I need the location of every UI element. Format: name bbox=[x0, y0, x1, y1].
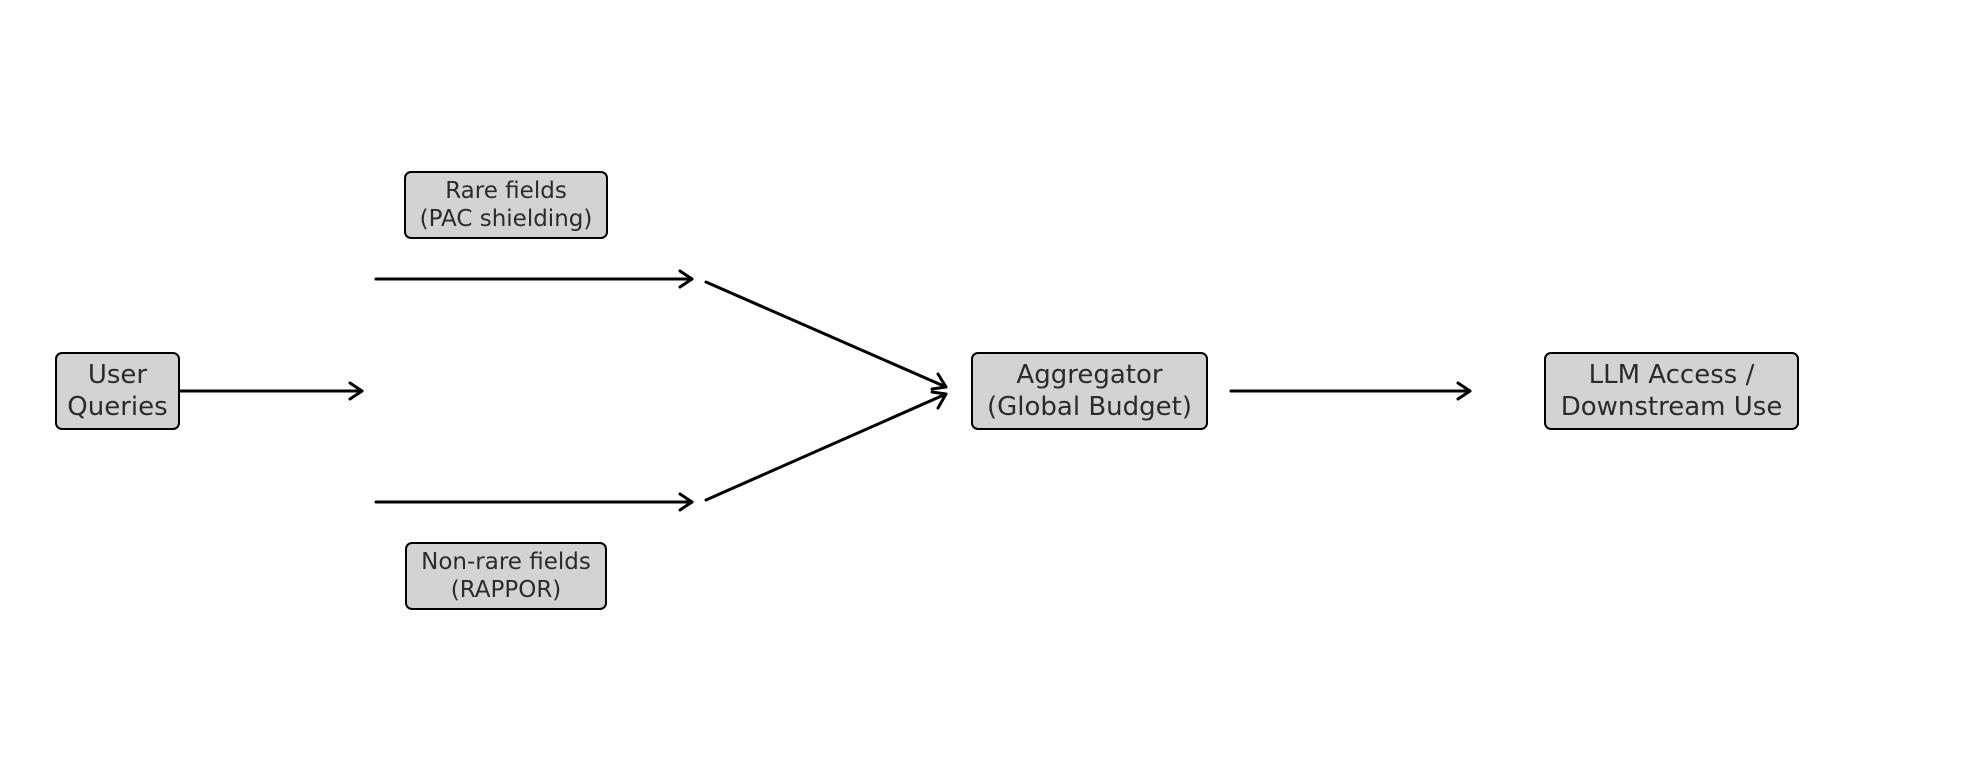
arrowhead bbox=[930, 372, 948, 391]
user-queries-line-2: Queries bbox=[67, 392, 168, 422]
llm-access-line-2: Downstream Use bbox=[1560, 392, 1783, 422]
aggregator-line-2: (Global Budget) bbox=[986, 392, 1192, 422]
arrowhead bbox=[1456, 381, 1472, 401]
aggregator-node: Aggregator (Global Budget) bbox=[971, 352, 1208, 430]
arrow-rare-fields-to-aggregator bbox=[704, 280, 948, 389]
non-rare-fields-line-1: Non-rare fields bbox=[421, 549, 591, 575]
arrowhead bbox=[678, 269, 694, 289]
rare-fields-line-1: Rare fields bbox=[445, 178, 567, 204]
user-queries-line-1: User bbox=[87, 360, 148, 390]
llm-access-node: LLM Access / Downstream Use bbox=[1544, 352, 1799, 430]
non-rare-fields-node: Non-rare fields (RAPPOR) bbox=[405, 542, 607, 610]
non-rare-fields-line-2: (RAPPOR) bbox=[450, 577, 562, 603]
arrowhead bbox=[348, 381, 364, 401]
rare-fields-node: Rare fields (PAC shielding) bbox=[404, 171, 608, 239]
arrow-non-rare-fields-to-aggregator bbox=[704, 392, 948, 502]
user-queries-node: User Queries bbox=[55, 352, 180, 430]
llm-access-line-1: LLM Access / bbox=[1588, 360, 1755, 390]
aggregator-line-1: Aggregator bbox=[1016, 360, 1163, 390]
arrowhead bbox=[678, 492, 694, 512]
arrowhead bbox=[930, 390, 948, 410]
rare-fields-line-2: (PAC shielding) bbox=[419, 206, 593, 232]
